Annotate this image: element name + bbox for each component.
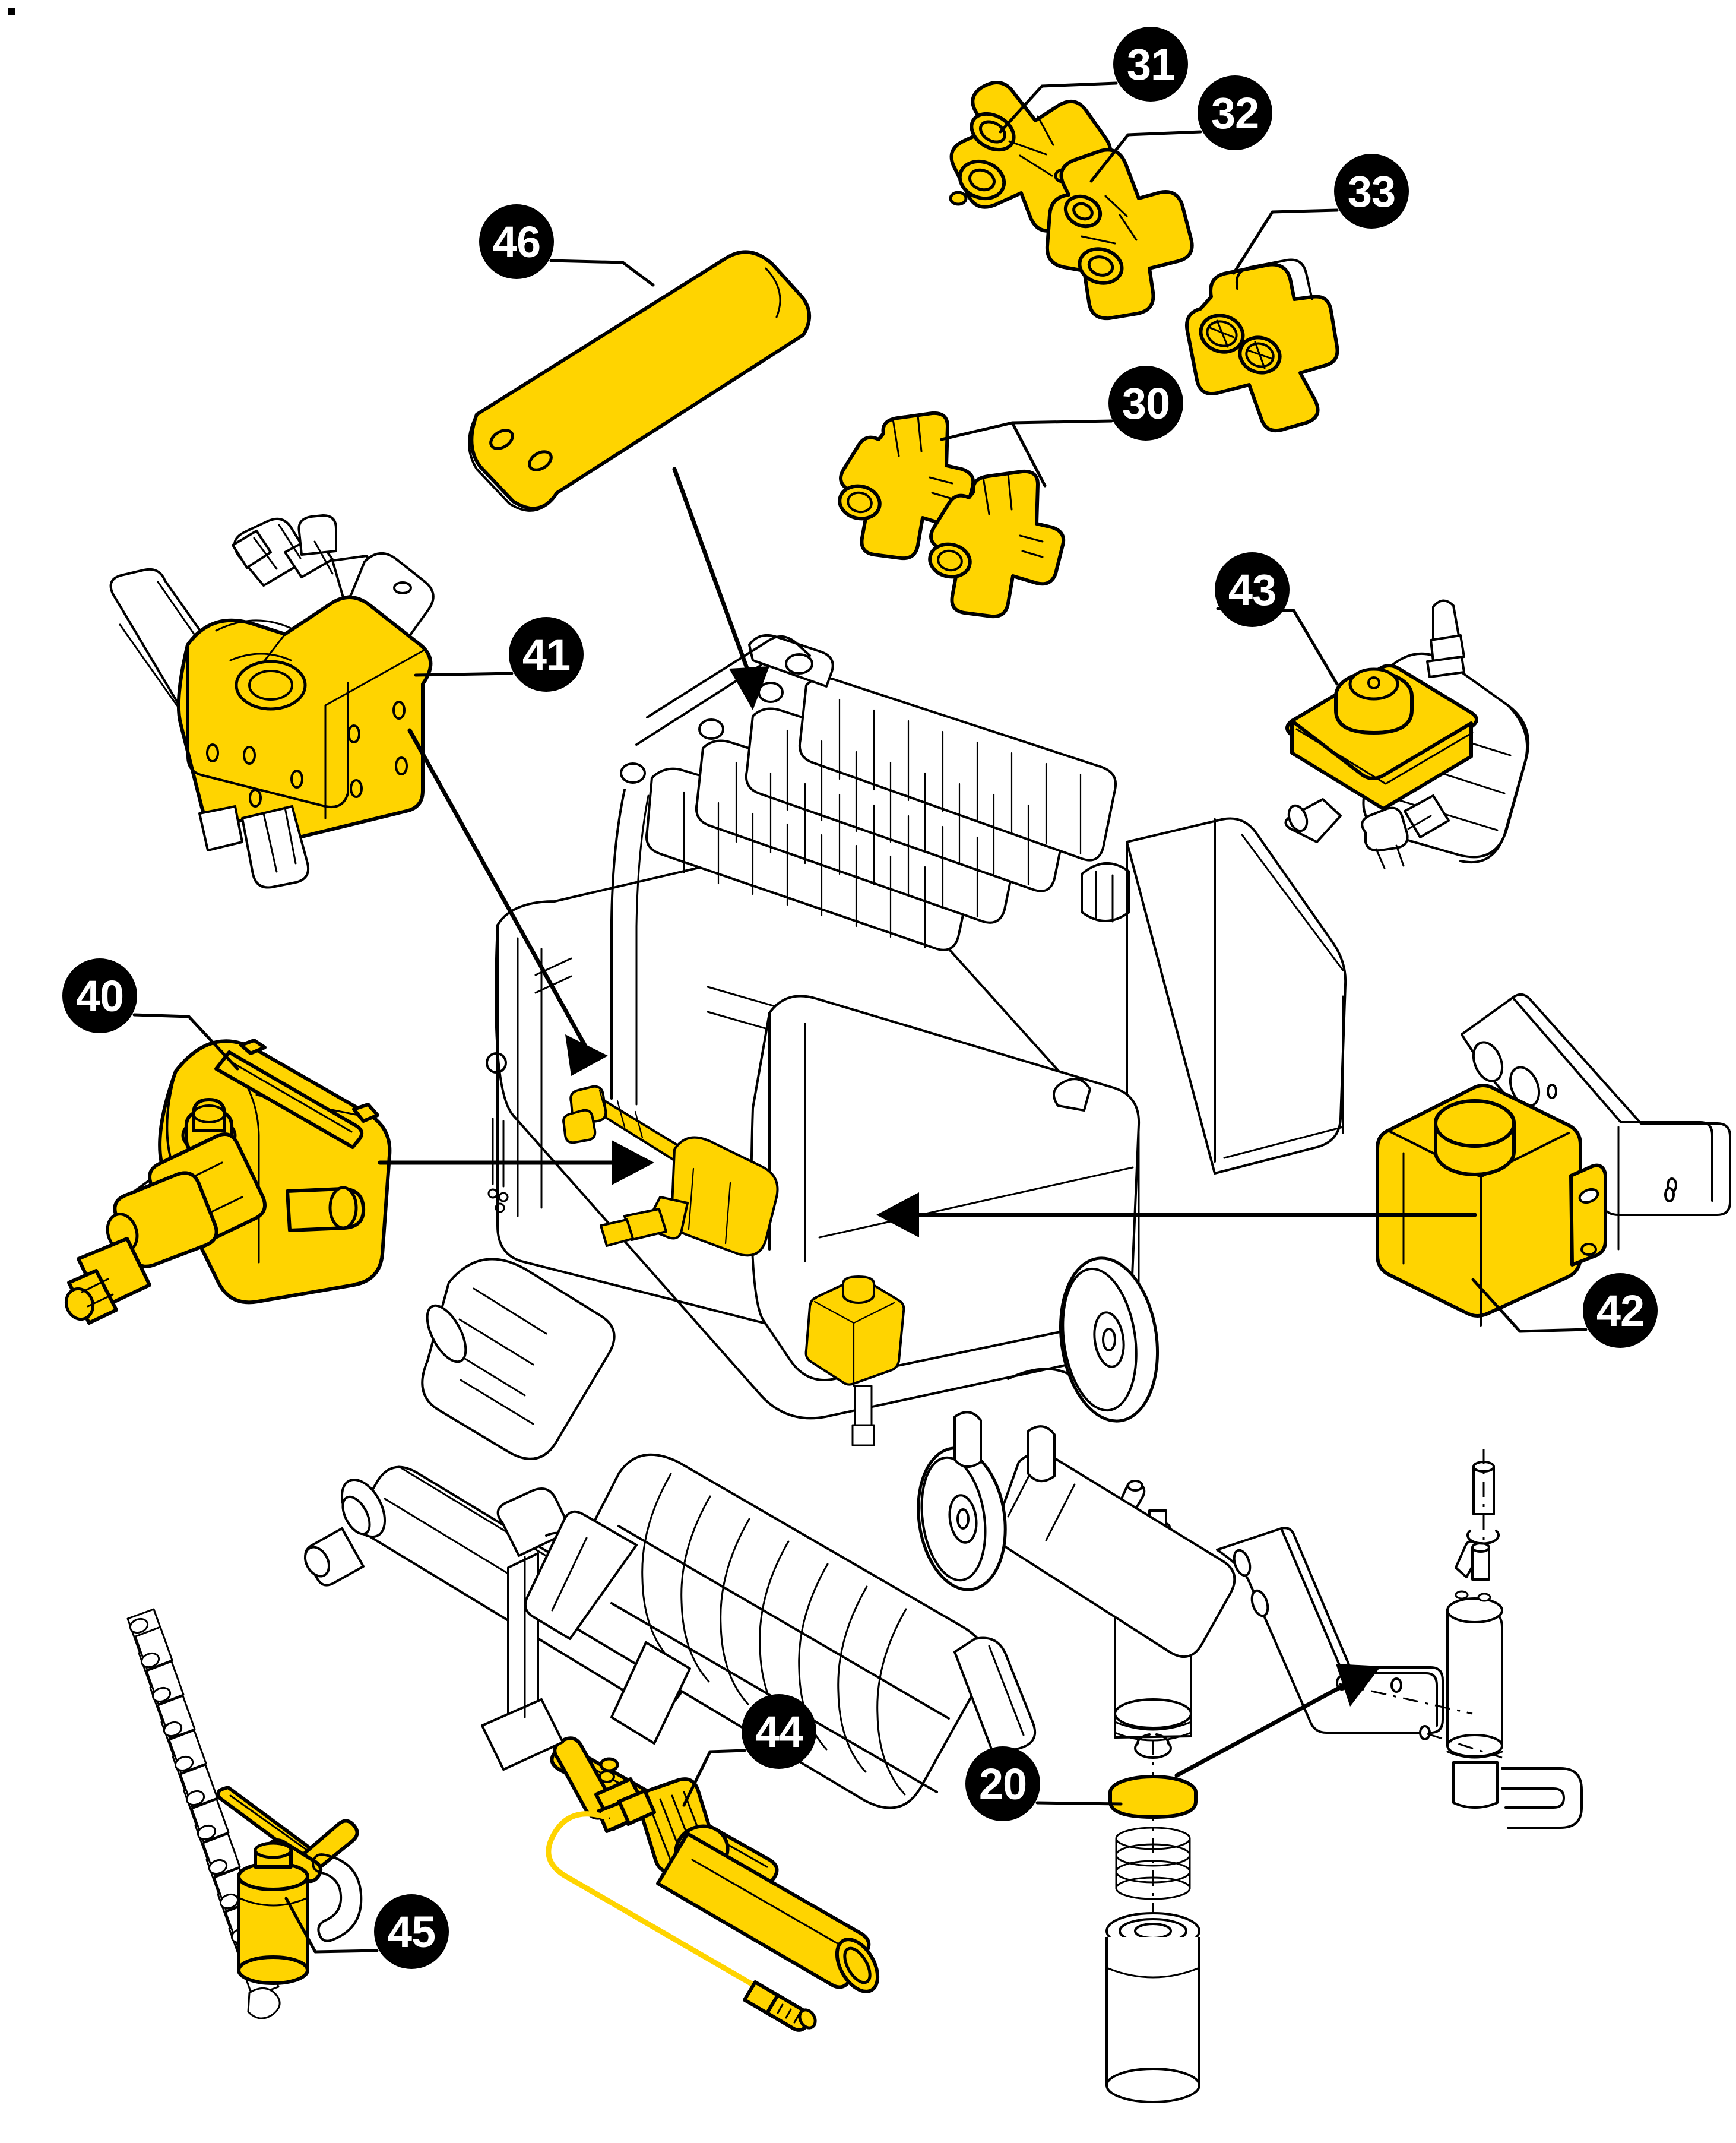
- part-33-electrical-connector: [1185, 258, 1339, 432]
- callout-label: 30: [1122, 378, 1170, 428]
- part-41-pto-gearbox: [109, 514, 435, 889]
- callout-label: 31: [1126, 39, 1175, 89]
- part-32-air-brake-coupling: [1045, 148, 1194, 321]
- callout-label: 42: [1596, 1286, 1645, 1335]
- callout-badge-40[interactable]: 40: [62, 958, 137, 1033]
- callout-label: 43: [1228, 565, 1276, 615]
- callout-label: 20: [978, 1759, 1027, 1809]
- part-30-air-brake-valves: [838, 411, 1066, 619]
- callout-label: 45: [387, 1907, 436, 1957]
- callout-label: 41: [522, 629, 571, 679]
- callout-badge-42[interactable]: 42: [1583, 1273, 1658, 1348]
- callout-badge-43[interactable]: 43: [1215, 552, 1290, 627]
- callout-label: 46: [492, 217, 541, 267]
- part-44-grease-gun: [546, 1736, 880, 2032]
- callout-badge-44[interactable]: 44: [742, 1694, 816, 1769]
- assembly-arrows: [378, 467, 1477, 1778]
- callout-badge-45[interactable]: 45: [374, 1894, 449, 1969]
- callout-badge-20[interactable]: 20: [965, 1746, 1040, 1821]
- callout-badge-41[interactable]: 41: [509, 617, 584, 692]
- part-43-master-cylinder: [1284, 599, 1530, 869]
- callout-badge-33[interactable]: 33: [1334, 154, 1409, 229]
- callout-label: 32: [1211, 88, 1259, 138]
- callout-badge-31[interactable]: 31: [1113, 27, 1188, 102]
- round-baler-machine: [303, 634, 1347, 1809]
- callout-label: 44: [755, 1707, 803, 1756]
- callout-badge-30[interactable]: 30: [1108, 366, 1183, 441]
- callout-badge-32[interactable]: 32: [1198, 75, 1272, 150]
- callout-label: 40: [75, 971, 124, 1021]
- registration-mark: [8, 8, 15, 15]
- part-42-hydraulic-reservoir: [1376, 993, 1731, 1327]
- part-40-main-gearbox: [64, 1039, 392, 1325]
- part-46-air-reservoir-tank: [468, 250, 812, 512]
- part-45-oil-can: [216, 1786, 363, 1985]
- damper-exploded-assembly: [1105, 1449, 1583, 2103]
- callout-label: 33: [1347, 166, 1396, 216]
- callout-badge-46[interactable]: 46: [479, 204, 554, 279]
